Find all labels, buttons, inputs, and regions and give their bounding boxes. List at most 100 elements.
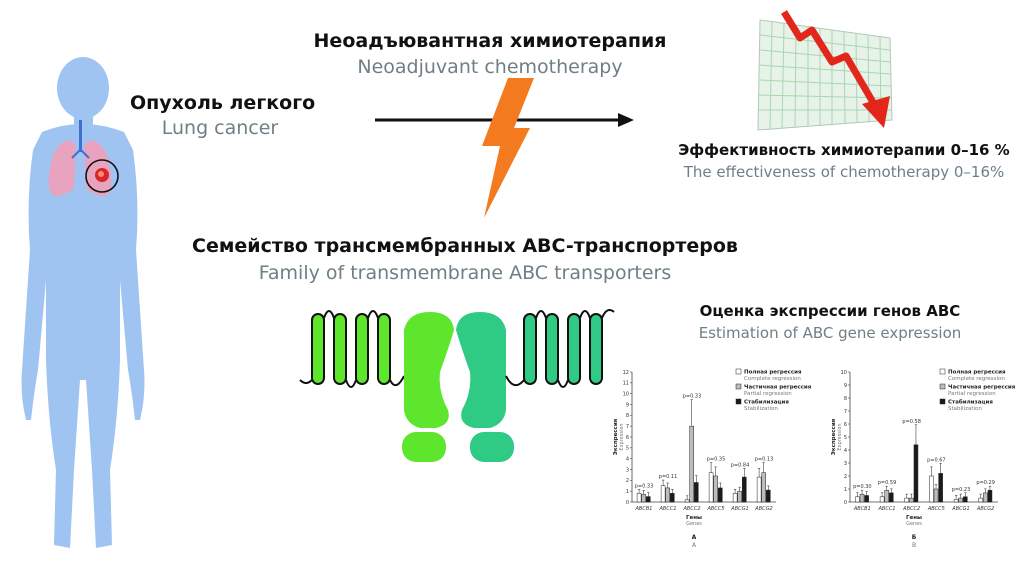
- x-tick-label: ABCC1: [658, 506, 676, 512]
- x-tick-label: ABCG2: [976, 506, 994, 512]
- y-tick-label: 1: [844, 487, 847, 493]
- bar-ABCG2-3: [987, 490, 993, 503]
- x-tick-label: ABCC2: [902, 506, 920, 512]
- bar-ABCC5-3: [718, 487, 723, 503]
- x-tick-label: ABCG1: [951, 506, 969, 512]
- legend-label-en: Partial regression: [948, 391, 996, 397]
- y-tick-label: 7: [844, 409, 847, 415]
- bar-ABCC5-2: [713, 475, 718, 503]
- right-lung: [84, 140, 112, 196]
- y-tick-label: 0: [626, 500, 629, 506]
- panel-label-ru: Б: [912, 534, 917, 541]
- p-value-label: p=0.29: [976, 480, 995, 486]
- bar-ABCC5-1: [929, 475, 934, 503]
- bar-ABCC1-2: [884, 490, 889, 503]
- bar-ABCG1-2: [737, 490, 742, 503]
- bar-ABCC2-3: [913, 444, 919, 503]
- legend-swatch: [735, 398, 742, 405]
- bar-ABCG1-2: [958, 497, 963, 503]
- bar-ABCB1-2: [641, 494, 646, 503]
- x-tick-label: ABCC1: [877, 506, 895, 512]
- chemo-label-ru: Неоадъювантная химиотерапия: [313, 30, 667, 52]
- y-tick-label: 5: [626, 446, 629, 452]
- p-value-label: p=0.30: [853, 484, 872, 490]
- patient-label-ru: Опухоль легкого: [130, 92, 316, 114]
- panel-label-en: A: [692, 542, 697, 549]
- legend-label-en: Stabilization: [948, 406, 982, 412]
- bar-ABCG1-3: [963, 496, 968, 503]
- bar-ABCG1-1: [953, 499, 959, 503]
- y-tick-label: 3: [626, 467, 629, 473]
- expression-label-en: Estimation of ABC gene expression: [698, 324, 962, 342]
- p-value-label: p=0.35: [707, 457, 726, 463]
- bar-ABCG2-2: [983, 492, 988, 503]
- legend-swatch: [939, 383, 946, 390]
- x-tick-label: ABCG2: [754, 506, 772, 512]
- legend-label-ru: Частичная регрессия: [744, 385, 812, 391]
- bar-ABCC5-1: [708, 472, 714, 503]
- bar-ABCG1-1: [732, 493, 738, 503]
- y-axis-label-ru: Экспрессия: [613, 418, 619, 455]
- legend-swatch: [939, 368, 946, 375]
- x-axis-label-en: Genes: [686, 521, 702, 527]
- effectiveness-label-ru: Эффективность химиотерапии 0–16 %: [678, 141, 1010, 159]
- p-value-label: p=0.58: [902, 419, 921, 425]
- p-value-label: p=0.23: [952, 487, 971, 493]
- x-tick-label: ABCG1: [730, 506, 748, 512]
- y-tick-label: 9: [844, 383, 847, 389]
- y-tick-label: 4: [844, 448, 847, 454]
- bar-ABCB1-3: [646, 496, 651, 503]
- bar-ABCC1-2: [665, 487, 670, 503]
- legend-label-en: Complete regression: [948, 376, 1005, 382]
- lungs: [48, 120, 112, 196]
- legend-label-ru: Стабилизация: [744, 399, 789, 406]
- bar-ABCC5-3: [938, 473, 943, 503]
- bar-ABCB1-1: [636, 493, 642, 503]
- bar-ABCC2-1: [684, 499, 690, 503]
- panel-label-ru: А: [692, 534, 697, 541]
- chemo-label-en: Neoadjuvant chemotherapy: [357, 56, 623, 78]
- bar-ABCG2-1: [978, 497, 984, 503]
- y-tick-label: 6: [844, 422, 847, 428]
- legend-swatch: [735, 383, 742, 390]
- p-value-label: p=0.11: [659, 474, 678, 480]
- transporters-label-ru: Семейство трансмембранных ABC-транспорте…: [192, 235, 738, 257]
- x-tick-label: ABCB1: [853, 506, 871, 512]
- x-tick-label: ABCB1: [635, 506, 653, 512]
- bar-ABCC5-2: [933, 488, 939, 503]
- legend-label-en: Complete regression: [744, 376, 801, 382]
- p-value-label: p=0.33: [683, 394, 702, 400]
- x-axis-label-ru: Гены: [906, 515, 922, 521]
- y-tick-label: 6: [626, 435, 629, 441]
- bar-ABCG1-3: [742, 476, 747, 503]
- y-tick-label: 7: [626, 424, 629, 430]
- x-tick-label: ABCC5: [927, 506, 945, 512]
- p-value-label: p=0.59: [878, 480, 897, 486]
- x-axis-label-en: Genes: [906, 521, 922, 527]
- transporters-label-en: Family of transmembrane ABC transporters: [258, 262, 672, 284]
- y-axis-label-en: Expression: [837, 423, 843, 450]
- legend-label-ru: Стабилизация: [948, 399, 993, 406]
- y-tick-label: 8: [626, 413, 629, 419]
- legend-label-en: Stabilization: [744, 406, 778, 412]
- legend-swatch: [735, 368, 742, 375]
- bar-ABCC2-2: [909, 497, 914, 503]
- y-tick-label: 0: [844, 500, 847, 506]
- bronchi: [71, 149, 90, 159]
- legend-label-ru: Частичная регрессия: [948, 385, 1016, 391]
- p-value-label: p=0.33: [635, 483, 654, 489]
- bar-ABCC1-3: [670, 493, 675, 503]
- y-tick-label: 10: [623, 391, 629, 397]
- x-tick-label: ABCC2: [682, 506, 700, 512]
- patient-label-en: Lung cancer: [161, 117, 279, 139]
- trachea: [79, 120, 82, 152]
- bar-ABCC1-1: [660, 485, 666, 503]
- x-tick-label: ABCC5: [706, 506, 724, 512]
- bar-ABCB1-3: [864, 495, 869, 503]
- expression-label-ru: Оценка экспрессии генов ABC: [699, 302, 961, 320]
- body-silhouette: [21, 57, 145, 548]
- p-value-label: p=0.84: [731, 462, 750, 468]
- y-tick-label: 2: [844, 474, 847, 480]
